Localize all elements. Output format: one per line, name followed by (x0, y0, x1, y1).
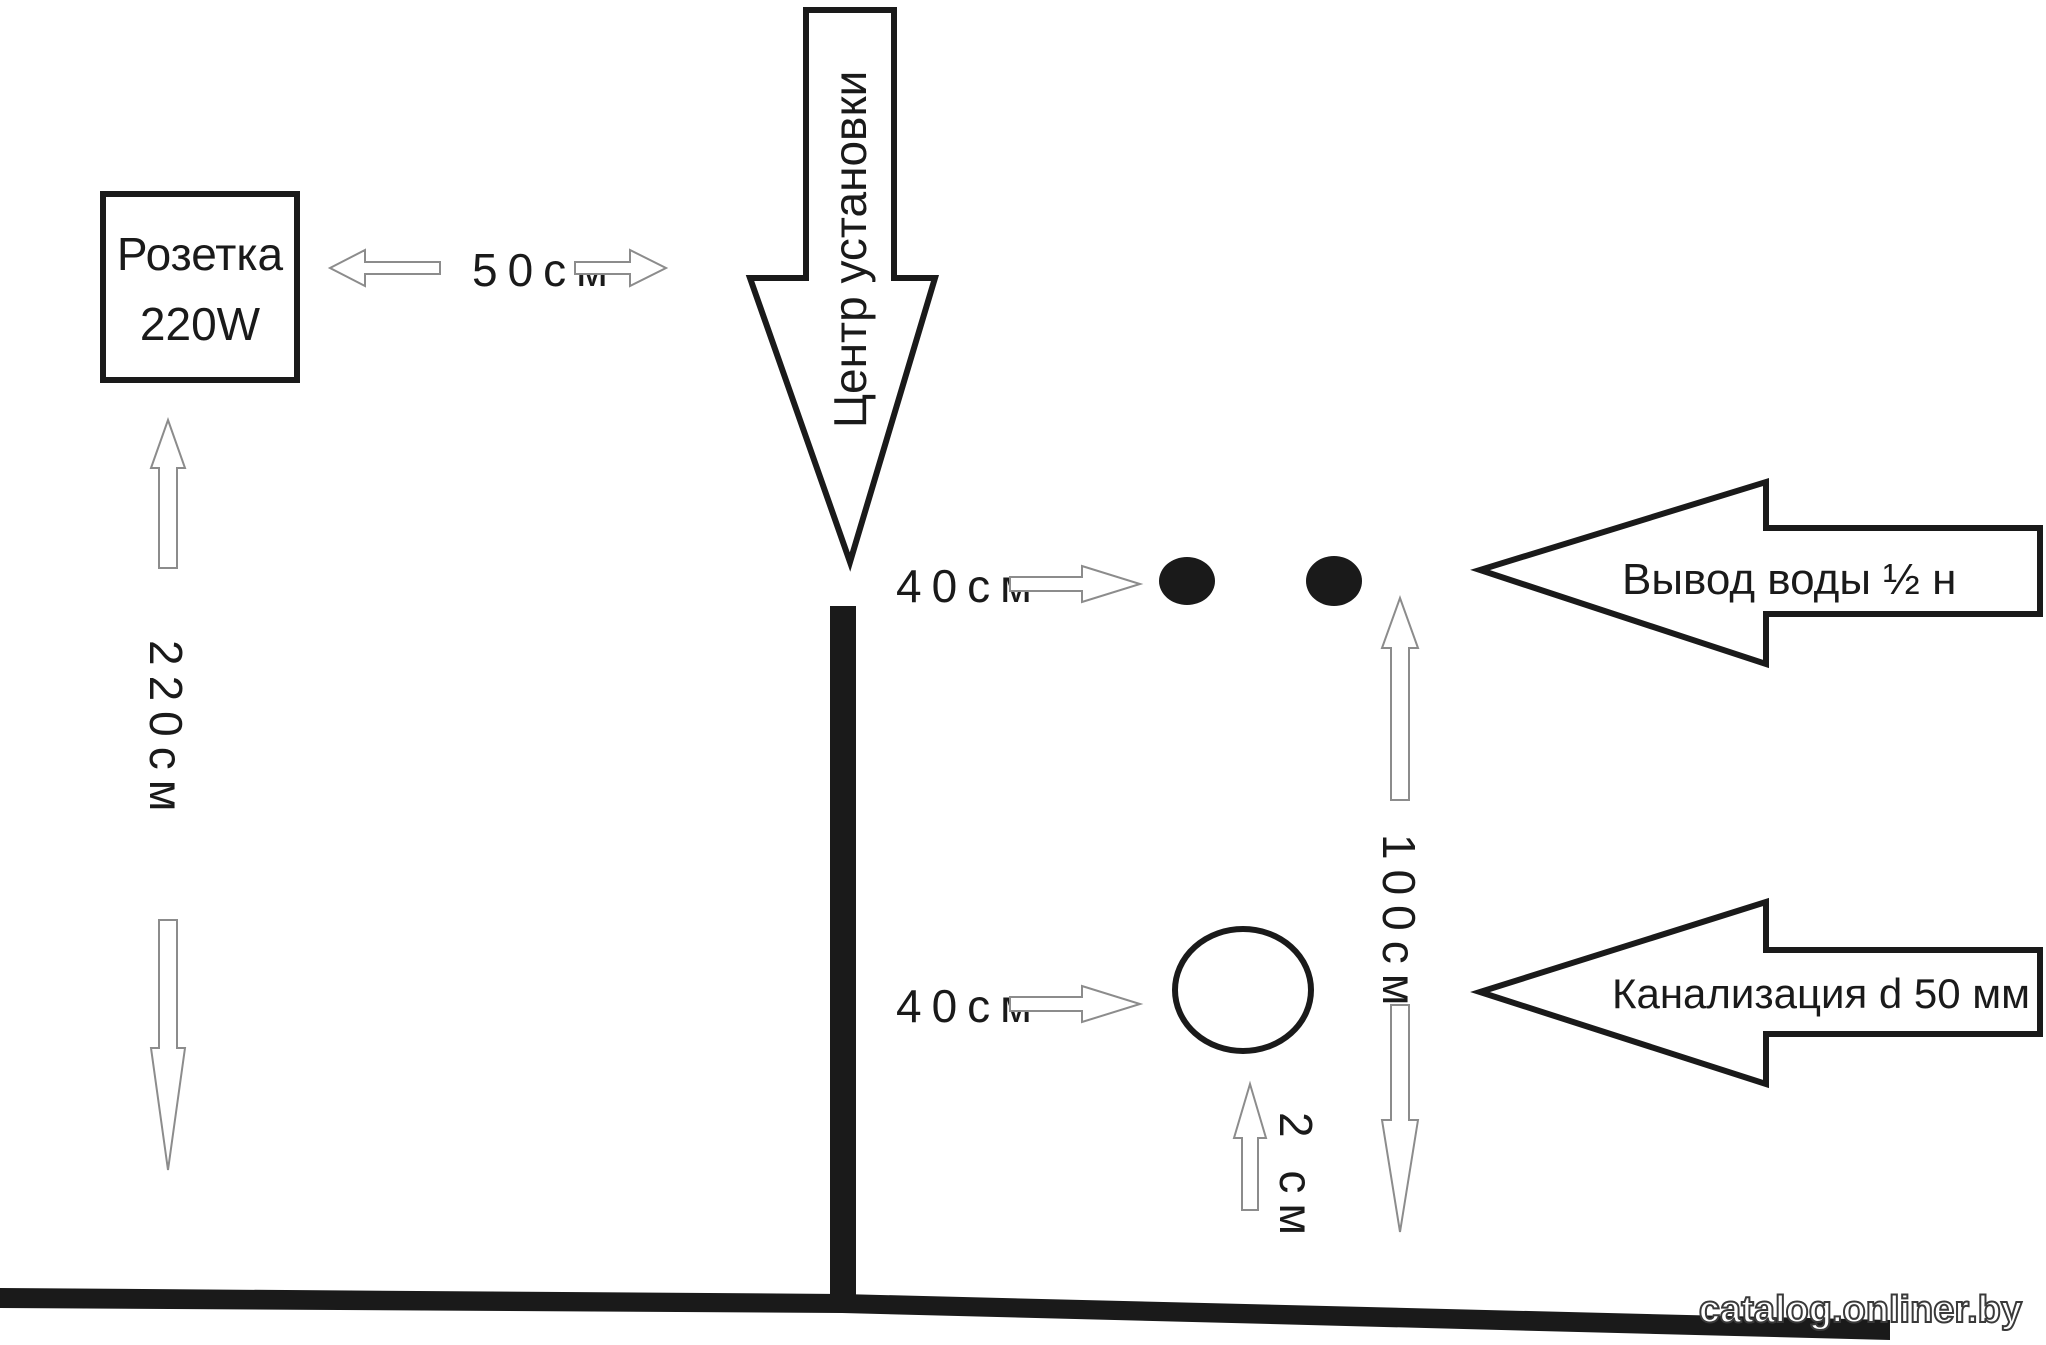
arrow-right-icon (1009, 984, 1144, 1024)
arrow-up-icon (149, 417, 187, 569)
watermark: catalog.onliner.by (1699, 1289, 2022, 1331)
arrow-down-icon (1380, 1004, 1420, 1233)
water-outlet-label: Вывод воды ½ н (1622, 555, 1956, 604)
arrow-right-icon (574, 248, 669, 288)
sewage-callout-arrow (1470, 897, 2043, 1089)
socket-label-line2: 220W (140, 298, 261, 350)
dimension-drain-height: 2 см (1270, 1112, 1322, 1245)
dimension-socket-height: 220см (140, 640, 192, 821)
water-outlet-point-right (1306, 556, 1362, 606)
installation-center-label: Центр установки (824, 71, 876, 428)
socket-box (100, 191, 300, 383)
dimension-water-to-drain: 100см (1373, 834, 1425, 1015)
arrow-down-icon (149, 919, 187, 1171)
arrow-right-icon (1009, 564, 1144, 604)
water-outlet-point-left (1159, 557, 1215, 605)
socket-label-line1: Розетка (117, 228, 284, 280)
arrow-left-icon (327, 248, 441, 288)
sewage-label: Канализация d 50 мм (1612, 970, 2030, 1017)
arrow-up-icon (1380, 595, 1420, 801)
floor-line (0, 1288, 1890, 1340)
installation-center-arrow (745, 7, 940, 572)
water-outlet-callout-arrow (1470, 477, 2043, 669)
center-line (830, 606, 856, 1306)
sewage-outlet (1172, 926, 1314, 1054)
arrow-up-icon (1232, 1080, 1268, 1211)
